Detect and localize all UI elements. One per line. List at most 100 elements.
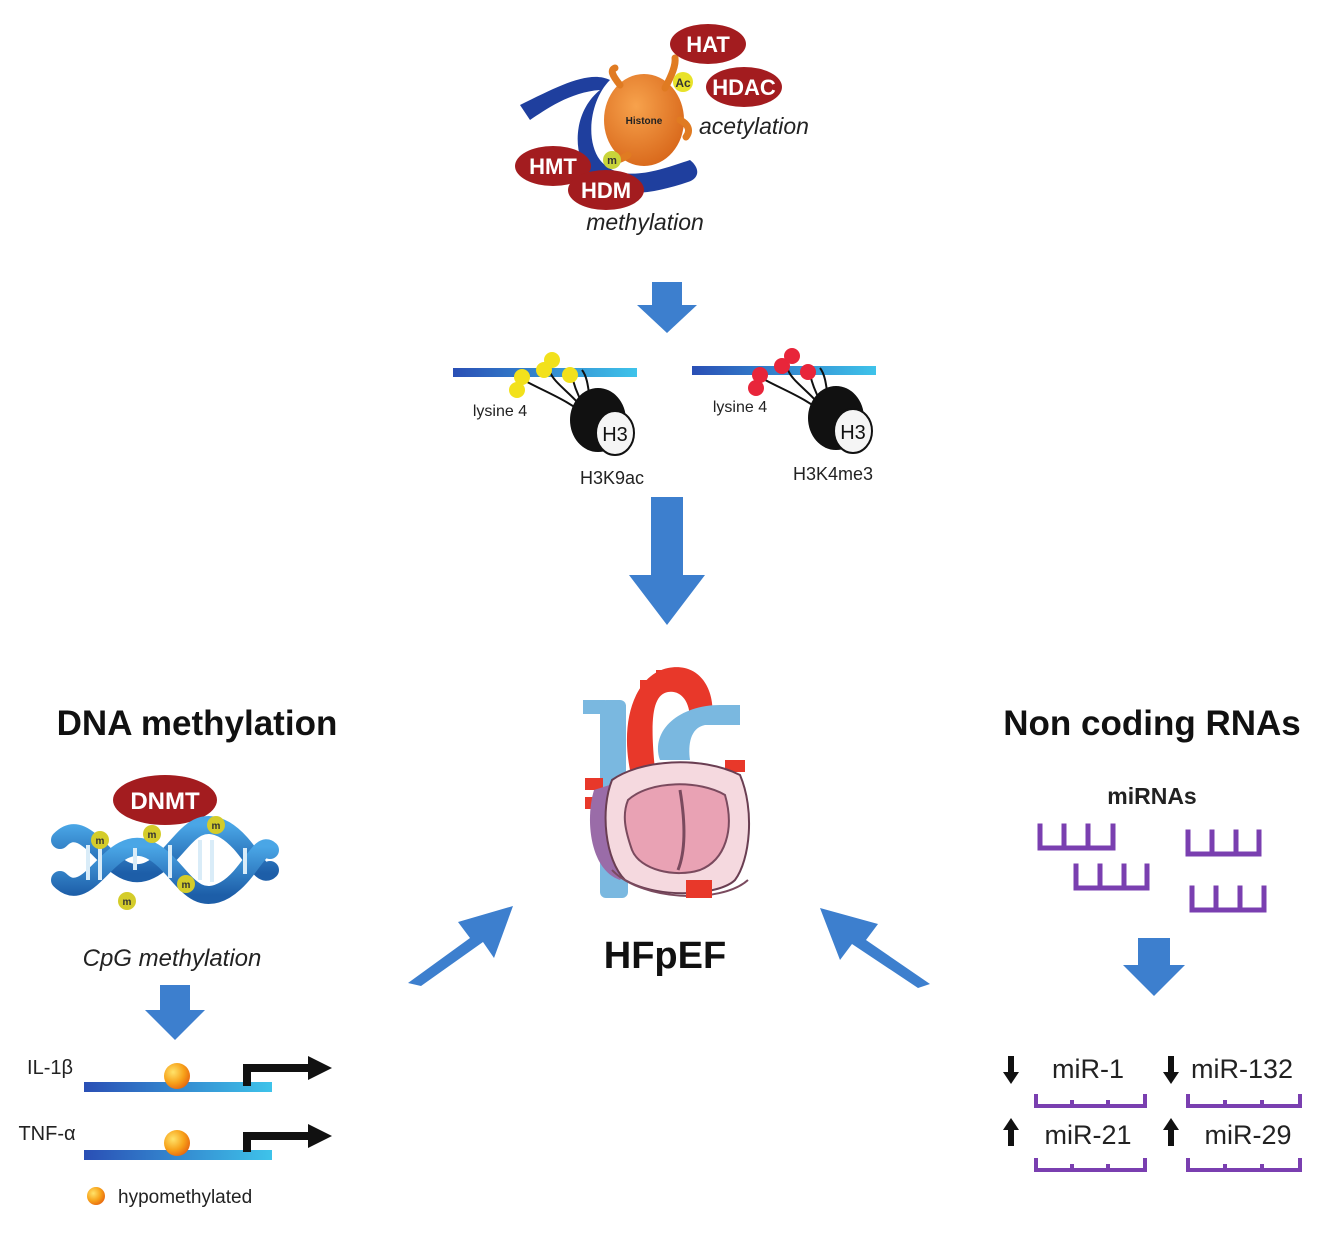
arrow-up-icon [1003, 1118, 1019, 1146]
acetyl-bead [514, 369, 530, 385]
gene-label-tnfa: TNF-α [18, 1123, 75, 1145]
hat-label: HAT [686, 32, 730, 57]
vessel-stub [725, 760, 745, 772]
histone-label: Histone [626, 116, 663, 127]
mirna-mir-29: miR-29 [1163, 1118, 1302, 1172]
inner-chambers [623, 783, 730, 874]
acetylation-label: acetylation [699, 113, 809, 139]
mirna-bar [1186, 1158, 1302, 1172]
hfpef-label: HFpEF [604, 935, 726, 977]
noncoding-rnas-title: Non coding RNAs [1003, 704, 1300, 743]
mirna-glyph [1189, 885, 1267, 913]
dna-methylation-panel: DNA methylation DNMT m [18, 704, 337, 1208]
h3-cylinder-face [833, 408, 873, 454]
hdm-label: HDM [581, 178, 631, 203]
histone-mark-h3k4me3: H3 lysine 4 H3K4me3 [692, 348, 876, 484]
methyl-bead [800, 364, 816, 380]
acetyl-mark-label: Ac [675, 76, 691, 90]
vessel-stub [585, 778, 603, 790]
hdm-enzyme [568, 170, 644, 210]
hat-enzyme [670, 24, 746, 64]
h3-label: H3 [602, 424, 628, 446]
transcription-arrow [243, 1064, 310, 1086]
hypomethylated-bead [164, 1063, 190, 1089]
mirnas-label: miRNAs [1107, 783, 1196, 809]
arrow-down-small [637, 282, 697, 333]
transcription-arrow [243, 1132, 310, 1152]
methyl-bead [784, 348, 800, 364]
pulmonary-artery [658, 705, 740, 760]
histone-tail [661, 54, 679, 92]
methyl-mark-label: m [148, 830, 157, 841]
arrow-down-rna [1123, 938, 1185, 996]
methylation-label: methylation [586, 209, 704, 235]
mirna-bar [1034, 1158, 1147, 1172]
mirna-label: miR-29 [1204, 1120, 1291, 1150]
dnmt-enzyme [113, 775, 217, 825]
acetyl-bead [509, 382, 525, 398]
mirna-label: miR-21 [1044, 1120, 1131, 1150]
noncoding-rnas-panel: Non coding RNAs miRNAs miR-1 miR-132 miR… [1003, 704, 1302, 1172]
methyl-bead [748, 380, 764, 396]
acetyl-bead [562, 367, 578, 383]
acetyl-mark [673, 72, 693, 92]
dna-double-helix [51, 816, 279, 904]
mirna-glyph [1185, 829, 1262, 857]
methyl-mark [118, 892, 136, 910]
dna-wrap-strand [520, 76, 698, 194]
hypomethylated-legend: hypomethylated [118, 1187, 252, 1208]
hmt-enzyme [515, 146, 591, 186]
transcription-arrowhead [308, 1056, 332, 1080]
methyl-mark [143, 825, 161, 843]
methyl-mark [91, 831, 109, 849]
cpg-methylation-label: CpG methylation [83, 945, 262, 972]
lysine-label: lysine 4 [473, 403, 527, 420]
arrow-down-large [629, 497, 705, 625]
histone-tails [519, 369, 595, 421]
descending-aorta [686, 880, 712, 898]
mirna-glyph [1037, 823, 1116, 851]
histone-tail [676, 116, 692, 141]
methyl-mark [207, 816, 225, 834]
mirna-bar [1186, 1094, 1302, 1108]
acetyl-bead [544, 352, 560, 368]
mirna-label: miR-132 [1191, 1054, 1293, 1084]
methyl-mark-label: m [123, 897, 132, 908]
dna-methylation-title: DNA methylation [57, 704, 338, 743]
methyl-mark [177, 875, 195, 893]
hmt-label: HMT [529, 154, 577, 179]
h3k9ac-label: H3K9ac [580, 468, 644, 488]
methyl-bead [752, 367, 768, 383]
histone-tail [608, 64, 624, 89]
arrow-down-icon [1003, 1056, 1019, 1084]
histone-tails [757, 367, 833, 419]
histone-mark-h3k9ac: H3 lysine 4 H3K9ac [453, 352, 644, 488]
histone-core [604, 74, 684, 166]
inner-outline [611, 869, 749, 897]
mirna-mir-21: miR-21 [1003, 1118, 1147, 1172]
histone-modification-panel: Histone Ac m HAT HDAC HMT HDM acetylatio… [515, 24, 809, 235]
hdac-label: HDAC [712, 75, 776, 100]
septum [676, 789, 686, 871]
methyl-mark-label: m [96, 836, 105, 847]
transcription-arrowhead [308, 1124, 332, 1148]
heart-illustration [583, 667, 750, 898]
methyl-mark-label: m [607, 155, 617, 167]
h3k4me3-label: H3K4me3 [793, 464, 873, 484]
gene-label-il1b: IL-1β [27, 1057, 73, 1079]
vessel-stub [583, 700, 605, 714]
methyl-mark-label: m [212, 821, 221, 832]
arrow-up-icon [1163, 1118, 1179, 1146]
mirna-glyph [1073, 863, 1150, 891]
aorta-branch [656, 670, 666, 690]
arrow-down-icon [1163, 1056, 1179, 1084]
methyl-mark-label: m [182, 880, 191, 891]
methyl-mark [603, 151, 621, 169]
mirna-mir-1: miR-1 [1003, 1054, 1147, 1108]
arrow-from-noncoding-rnas [820, 908, 930, 988]
mirna-label: miR-1 [1052, 1054, 1124, 1084]
h3-cylinder-face [595, 410, 635, 456]
arrow-down-dna [145, 985, 205, 1040]
methyl-bead [774, 358, 790, 374]
